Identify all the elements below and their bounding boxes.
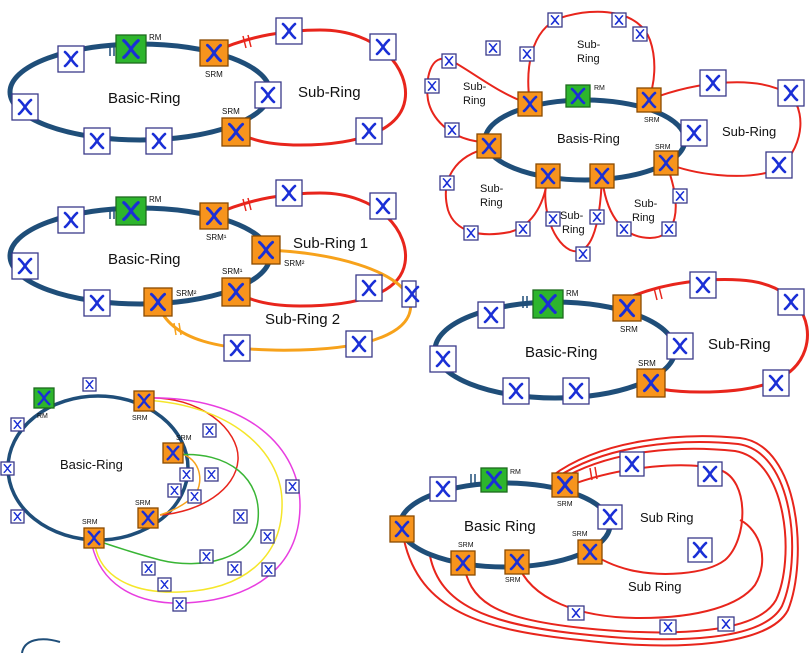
sub-ring-label: Sub-: [577, 39, 601, 51]
open-port-icon: [594, 466, 598, 480]
switch[interactable]: [429, 345, 457, 373]
srm-label: SRM²: [284, 259, 305, 268]
sub-ring-outer-3-path: [462, 447, 787, 634]
open-port-icon: [242, 198, 247, 212]
srm-label: SRM: [135, 500, 151, 507]
sub-ring-outer-1-path: [403, 435, 799, 647]
sub-ring-label: Sub Ring: [640, 510, 693, 525]
srm-switch[interactable]: [517, 91, 543, 117]
sub-ring-outer-2-path: [429, 441, 794, 641]
logo-partial: [21, 638, 61, 653]
sub-ring-magenta-path: [91, 397, 301, 604]
srm-label: SRM: [132, 415, 148, 422]
open-port-icon: [658, 286, 663, 300]
sub-ring-label: Ring: [480, 197, 503, 209]
srm-switch[interactable]: [636, 368, 666, 398]
srm-label: SRM: [572, 531, 588, 538]
sub-ring-label: Ring: [463, 95, 486, 107]
sub-ring-yellow-path: [94, 399, 283, 593]
panel-basic-ring-nested-sub-rings: Basic Ring Sub Ring Sub Ring RM SRM SRM …: [389, 435, 799, 647]
srm-label: SRM¹: [222, 267, 243, 276]
srm-label: SRM: [557, 501, 573, 508]
srm-label: SRM: [222, 107, 240, 116]
sub-ring-label: Sub-: [560, 210, 584, 222]
rm-label: RM: [149, 33, 162, 42]
sub-ring-label: Ring: [577, 53, 600, 65]
srm-label: SRM²: [176, 289, 197, 298]
srm-label: SRM: [644, 117, 660, 124]
sub-ring-label: Sub-Ring: [298, 84, 361, 101]
switch[interactable]: [275, 17, 303, 45]
panel-basic-ring-sub-ring-right: Basic-Ring Sub-Ring RM SRM SRM: [429, 271, 809, 405]
open-port-icon: [653, 287, 658, 301]
open-port-icon: [247, 34, 252, 48]
srm-switch[interactable]: [551, 472, 579, 498]
sub-ring-label: Sub-: [480, 183, 504, 195]
rm-label: RM: [149, 195, 162, 204]
rm-label: RM: [510, 469, 521, 476]
open-port-icon: [242, 35, 247, 49]
sub-ring-label: Sub-Ring: [722, 124, 776, 139]
panel-multi-sub-rings: Basic-Ring RM SRM SRM SRM SRM: [0, 377, 301, 612]
sub-ring-2-label: Sub-Ring 2: [265, 311, 340, 328]
basic-ring-label: Basic-Ring: [108, 251, 181, 268]
switch[interactable]: [369, 192, 397, 220]
rm-label: RM: [37, 413, 48, 420]
basis-ring-label: Basis-Ring: [557, 131, 620, 146]
srm-label: SRM: [620, 325, 638, 334]
switch[interactable]: [401, 280, 417, 308]
srm-label: SRM: [205, 70, 223, 79]
sub-ring-upper-left-path: [426, 57, 531, 145]
srm-label: SRM: [505, 577, 521, 584]
sub-ring-lower-path: [516, 519, 764, 620]
basic-ring-label: Basic-Ring: [108, 90, 181, 107]
sub-ring-label: Ring: [632, 212, 655, 224]
panel-basis-ring: Basis-Ring Sub- Ring Sub- Ring Sub- Ring…: [424, 10, 805, 262]
rm-label: RM: [566, 289, 579, 298]
basic-ring-label: Basic Ring: [464, 518, 536, 535]
panel-two-sub-rings: Basic-Ring Sub-Ring 1 Sub-Ring 2 RM SRM¹…: [7, 179, 420, 362]
rm-label: RM: [594, 85, 605, 92]
sub-ring-label: Sub Ring: [628, 579, 681, 594]
srm-switch[interactable]: [450, 550, 476, 576]
srm-label: SRM¹: [206, 233, 227, 242]
srm-label: SRM: [655, 144, 671, 151]
basic-ring-label: Basic-Ring: [60, 457, 123, 472]
srm-switch[interactable]: [476, 133, 502, 159]
srm-label: SRM: [176, 435, 192, 442]
sub-ring-red-path: [144, 397, 239, 516]
sub-ring-label: Ring: [562, 224, 585, 236]
sub-ring-inner-path: [567, 464, 744, 575]
srm-label: SRM: [82, 519, 98, 526]
basic-ring-label: Basic-Ring: [525, 344, 598, 361]
sub-ring-1-label: Sub-Ring 1: [293, 235, 368, 252]
sub-ring-green-path: [94, 453, 260, 565]
srm-label: SRM: [458, 542, 474, 549]
sub-ring-2-path: [156, 248, 413, 352]
panel-basic-ring-sub-ring: Basic-Ring Sub-Ring RM SRM SRM: [7, 17, 408, 155]
sub-ring-label: Sub-: [634, 198, 658, 210]
open-port-icon: [589, 467, 593, 481]
open-port-icon: [173, 322, 177, 336]
sub-ring-label: Sub-: [463, 81, 487, 93]
srm-label: SRM: [638, 359, 656, 368]
sub-ring-label: Sub-Ring: [708, 336, 771, 353]
open-port-icon: [178, 322, 182, 336]
open-port-icon: [247, 197, 252, 211]
